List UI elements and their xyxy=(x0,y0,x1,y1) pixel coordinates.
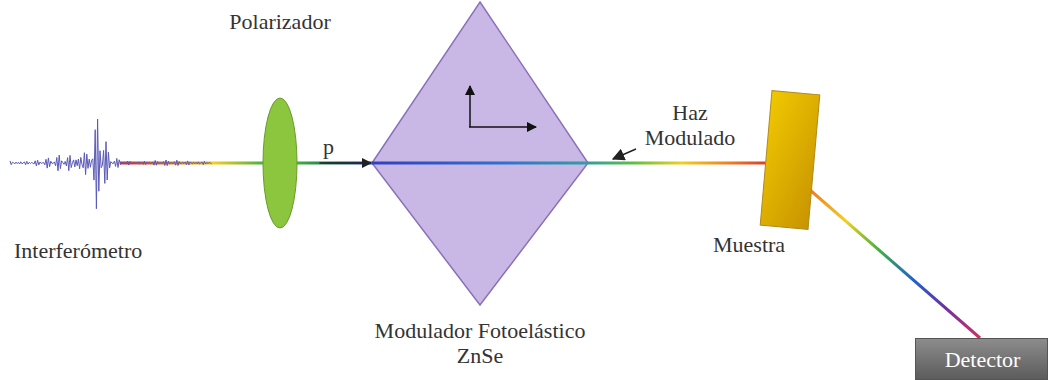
detector-box: Detector xyxy=(915,338,1048,380)
source-label: Interferómetro xyxy=(14,238,194,263)
detector-label: Detector xyxy=(916,347,1048,372)
sample-plate xyxy=(760,91,820,230)
axis-arrow xyxy=(469,86,471,127)
polarizer: Polarizador xyxy=(215,5,345,235)
beam-label: Haz Modulado xyxy=(640,100,740,150)
beam-in-crystal xyxy=(372,162,588,165)
sample: Muestra xyxy=(705,85,830,265)
sample-label: Muestra xyxy=(713,232,823,257)
modulator-label: Modulador Fotoelástico ZnSe xyxy=(370,318,590,368)
light-beam xyxy=(588,162,775,165)
light-beam xyxy=(297,162,372,165)
polarization-label: p xyxy=(321,134,336,159)
polarizer-lens xyxy=(263,98,297,228)
axis-arrow xyxy=(469,126,536,128)
polarizer-label: Polarizador xyxy=(215,9,345,34)
polarizer-outline xyxy=(215,5,345,235)
arrow-head xyxy=(320,162,372,164)
interferogram xyxy=(10,119,212,209)
modulator: Modulador Fotoelástico ZnSe xyxy=(370,0,590,378)
leader-arrow xyxy=(613,149,636,159)
modulator-diamond xyxy=(372,2,588,305)
